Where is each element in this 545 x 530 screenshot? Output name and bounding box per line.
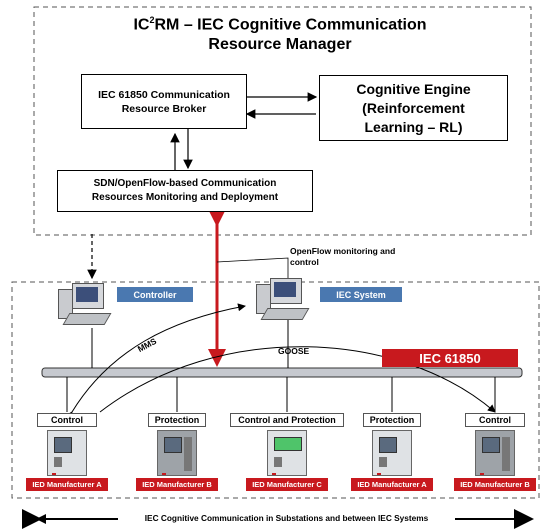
title-sup: 2 [149,15,155,25]
device-manufacturer-label: IED Manufacturer B [454,478,536,491]
cognitive-engine-box: Cognitive Engine (Reinforcement Learning… [319,75,508,141]
device-role-label: Control and Protection [230,413,344,427]
sdn-box: SDN/OpenFlow-based Communication Resourc… [57,170,313,212]
ied-device-icon [475,430,515,476]
device-role-label: Protection [148,413,206,427]
bottom-caption: IEC Cognitive Communication in Substatio… [144,513,429,523]
controller-label: Controller [117,287,193,302]
goose-label: GOOSE [278,346,310,356]
ied-device-icon [47,430,87,476]
openflow-note: OpenFlow monitoring and control [290,246,395,267]
device-role-label: Control [465,413,525,427]
title-line2: Resource Manager [208,36,352,54]
iec-system-label: IEC System [320,287,402,302]
ied-device-icon [267,430,307,476]
manager-frame [33,6,532,236]
title-rest: RM – IEC Cognitive Communication [154,16,427,34]
cognitive-line2: (Reinforcement [362,99,465,116]
title-prefix: IC [133,16,150,34]
device-manufacturer-label: IED Manufacturer C [246,478,328,491]
device-manufacturer-label: IED Manufacturer B [136,478,218,491]
device-role-label: Protection [363,413,421,427]
cognitive-line3: Learning – RL) [364,118,463,135]
cognitive-line1: Cognitive Engine [356,80,471,97]
bus-bar [41,367,523,378]
sdn-line1: SDN/OpenFlow-based Communication [93,178,277,189]
controller-computer-icon [58,283,112,329]
openflow-line1: OpenFlow monitoring and [290,246,396,256]
device-manufacturer-label: IED Manufacturer A [351,478,433,491]
broker-line1: IEC 61850 Communication [98,88,230,101]
ied-device-icon [157,430,197,476]
bus-label: IEC 61850 [382,349,518,367]
device-manufacturer-label: IED Manufacturer A [26,478,108,491]
openflow-line2: control [290,256,319,267]
device-role-label: Control [37,413,97,427]
manager-title: IC2RM – IEC Cognitive Communication Reso… [110,10,450,55]
broker-line2: Resource Broker [121,102,207,115]
sdn-line2: Resources Monitoring and Deployment [91,192,279,203]
resource-broker-box: IEC 61850 Communication Resource Broker [81,74,247,129]
iec-system-computer-icon [256,278,310,324]
ied-device-icon [372,430,412,476]
